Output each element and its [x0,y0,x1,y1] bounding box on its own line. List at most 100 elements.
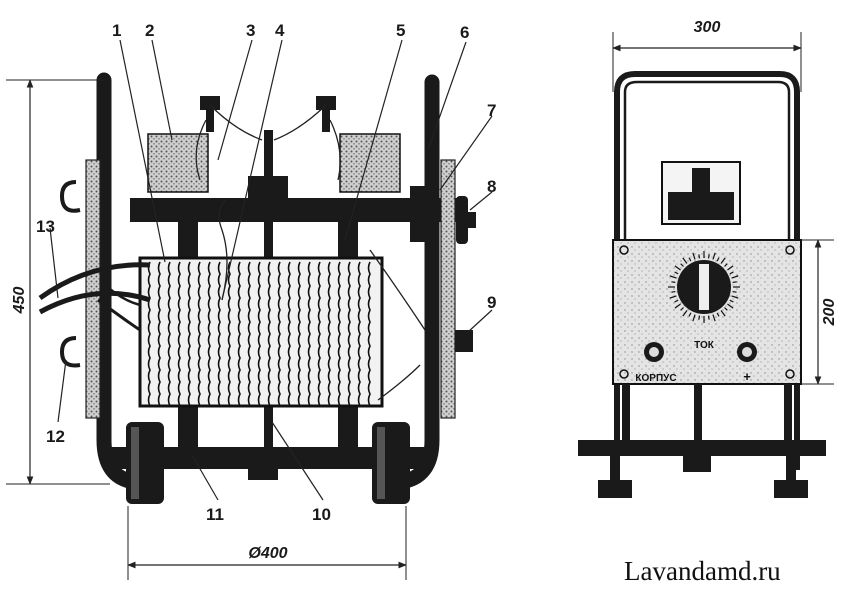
winding-line [207,261,211,407]
winding-line [327,261,331,407]
top-crossbar [130,198,460,222]
socket-plus [737,342,757,362]
winding-lines [147,261,371,407]
hook-upper [59,180,81,213]
label-2: 2 [145,21,154,40]
dim-300-label: 300 [694,19,721,36]
core-column-left [178,222,198,260]
side-view: ТОК КОРПУС + 300 200 [578,19,838,498]
foot-right [774,480,808,498]
winding-line [227,261,231,407]
frame-tube-left [96,72,143,490]
label-7: 7 [487,101,496,120]
plus-label: + [743,369,751,384]
core-column-right [338,222,358,260]
label-9: 9 [487,293,496,312]
dial-tick [674,271,679,275]
wheel-left [126,422,164,504]
base-bar [578,440,826,456]
label-12: 12 [46,427,65,446]
hook-12 [59,336,81,368]
dim-450-label: 450 [11,287,28,315]
label-10: 10 [312,505,331,524]
front-view: 450 Ø400 1 2 3 4 5 6 7 8 9 [6,21,496,580]
dial-tick [720,310,726,317]
winding-line [167,261,171,407]
dial-tick [688,257,692,262]
winding-line [247,261,251,407]
winding-line [217,261,221,407]
site-watermark: Lavandamd.ru [624,556,781,586]
label-4: 4 [275,21,285,40]
terminal-bolt-right [316,96,336,132]
dial-tick [712,252,716,260]
core-column-left-low [178,405,198,450]
dial-tick [682,310,688,317]
case-label: КОРПУС [635,373,676,384]
winding-line [237,261,241,407]
dial-tick [674,265,681,271]
core-column-right-low [338,405,358,450]
label-13: 13 [36,217,55,236]
winding-line [197,261,201,407]
label-8: 8 [487,177,496,196]
label-3: 3 [246,21,255,40]
dial-tick [682,257,688,264]
terminal-bolt-left [200,96,220,132]
frame-tube-right [392,74,440,490]
winding-line [257,261,261,407]
current-dial [668,251,740,323]
winding-line [357,261,361,407]
winding-line [367,261,371,407]
coil-right [339,133,401,193]
dim-400-label: Ø400 [248,545,287,562]
dial-tick [729,271,734,275]
dial-tick [698,254,701,259]
dial-tick [671,281,676,284]
leader-lines [49,39,493,501]
dial-tick [731,275,739,279]
dim-200-label: 200 [821,299,838,327]
dial-tick [724,307,728,311]
winding-line [337,261,341,407]
winding-line [317,261,321,407]
handle-frame [614,71,800,470]
winding-line [297,261,301,407]
dial-tick [732,290,737,293]
winding-line [147,261,151,407]
current-label: ТОК [694,340,715,351]
dial-tick [680,263,684,267]
foot-left [598,480,632,498]
socket-case [644,342,664,362]
cable-13 [38,262,151,301]
center-foot [248,458,278,480]
dial-tick [671,290,676,293]
dial-tick [727,265,734,271]
label-11: 11 [206,505,224,524]
switch-knob-8 [456,196,468,244]
winding-line [157,261,161,407]
winding-line [287,261,291,407]
dial-tick [729,299,734,303]
dial-tick [669,295,677,299]
winding-line [277,261,281,407]
center-block [248,176,288,200]
dial-tick [724,263,728,267]
winding-line [267,261,271,407]
dial-tick [674,299,679,303]
dial-tick [716,257,720,262]
dial-tick [688,312,692,317]
dial-tick [692,252,696,260]
label-5: 5 [396,21,405,40]
dial-tick [707,315,710,320]
dial-tick [727,303,734,309]
dial-tick [707,254,710,259]
winding-line [187,261,191,407]
dial-tick [712,314,716,322]
dial-tick [731,295,739,299]
bracket-7 [410,186,436,242]
insulation-plate-right [440,159,456,419]
label-6: 6 [460,23,469,42]
dial-tick [716,312,720,317]
